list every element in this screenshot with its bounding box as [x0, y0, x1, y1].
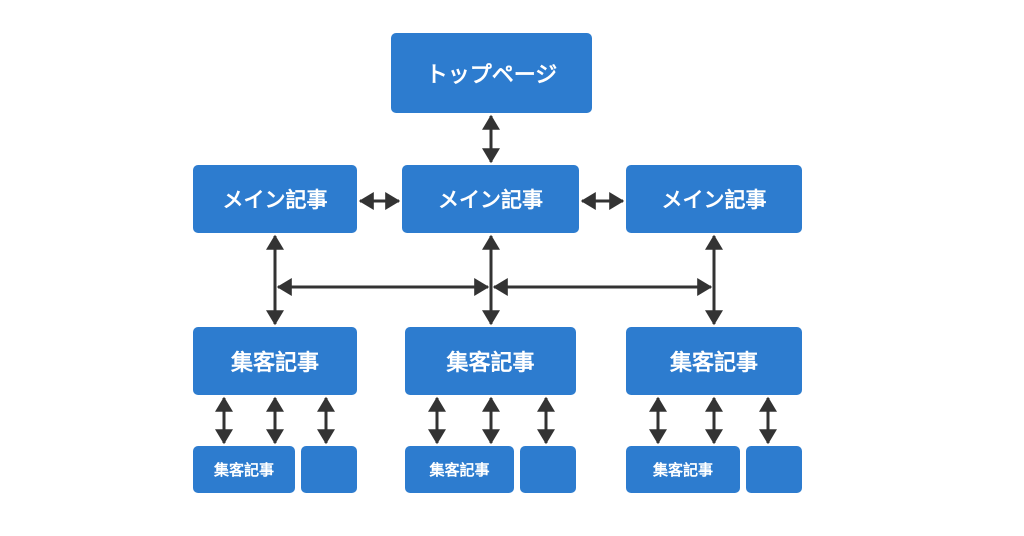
sub-article-label: 集客記事: [429, 461, 490, 479]
sub-article-node-2: 集客記事: [405, 446, 514, 493]
top-page-node: トップページ: [391, 33, 592, 113]
traffic-article-label: 集客記事: [669, 351, 758, 376]
traffic-article-node-2: 集客記事: [405, 327, 576, 395]
main-article-node-2: メイン記事: [402, 165, 579, 233]
traffic-article-label: 集客記事: [230, 351, 319, 376]
top-page-label: トップページ: [425, 63, 558, 88]
sub-article-label: 集客記事: [213, 461, 274, 479]
sub-article-node-1: 集客記事: [193, 446, 295, 493]
main-article-node-3: メイン記事: [626, 165, 802, 233]
sub-article-label: 集客記事: [652, 461, 713, 479]
main-article-label: メイン記事: [222, 188, 328, 212]
main-article-label: メイン記事: [438, 188, 543, 212]
main-article-node-1: メイン記事: [193, 165, 357, 233]
traffic-article-label: 集客記事: [446, 351, 535, 376]
empty-article-node-3: [746, 446, 802, 493]
traffic-article-node-3: 集客記事: [626, 327, 802, 395]
sub-article-node-3: 集客記事: [626, 446, 740, 493]
traffic-article-node-1: 集客記事: [193, 327, 357, 395]
empty-article-node-1: [301, 446, 357, 493]
main-article-label: メイン記事: [661, 188, 767, 212]
empty-article-node-2: [520, 446, 576, 493]
